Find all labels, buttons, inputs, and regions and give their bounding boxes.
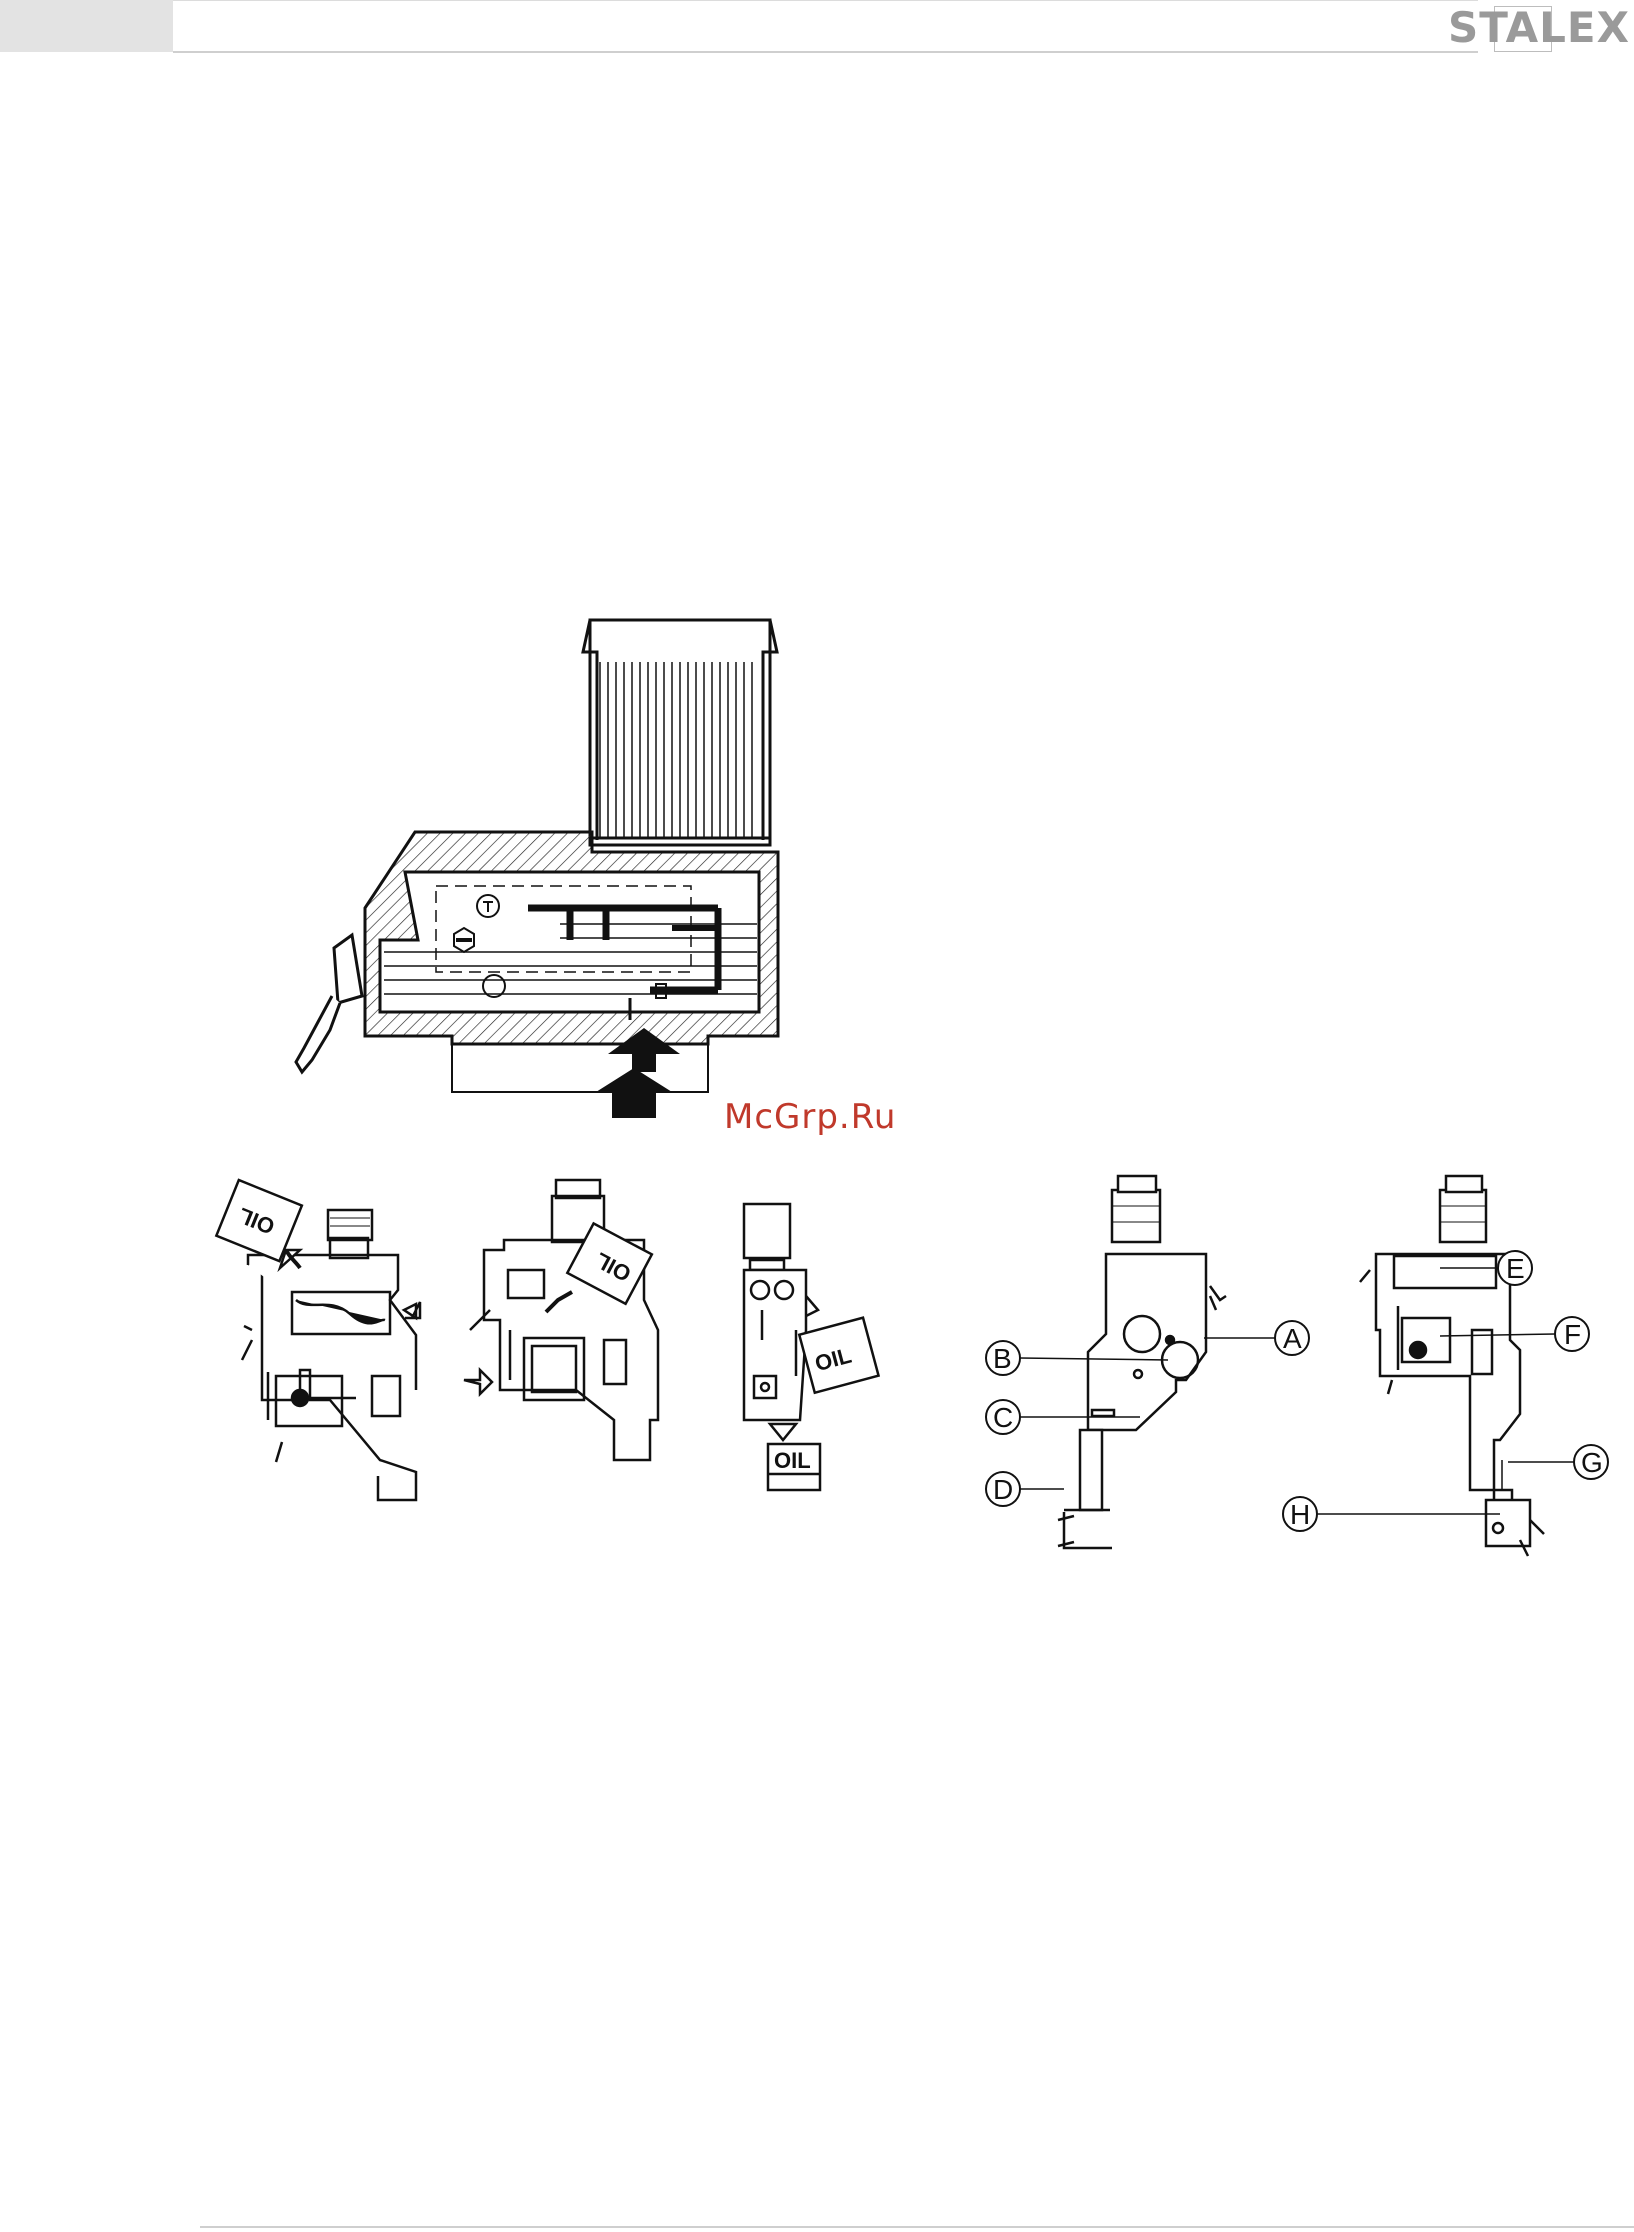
oil-label: OIL — [774, 1448, 811, 1473]
watermark: McGrp.Ru — [724, 1097, 896, 1137]
callout-H: H — [1283, 1497, 1500, 1531]
svg-text:F: F — [1564, 1319, 1581, 1350]
lubrication-points-sketch-right — [1360, 1176, 1544, 1556]
svg-text:B: B — [993, 1343, 1012, 1374]
lubrication-points-sketch-left — [1058, 1176, 1226, 1548]
oil-fill-sketch-3: OIL OIL — [744, 1204, 879, 1490]
svg-text:G: G — [1581, 1447, 1603, 1478]
svg-text:E: E — [1506, 1253, 1525, 1284]
callout-D: D — [986, 1472, 1064, 1506]
oil-fill-sketch-1: OIL — [216, 1180, 420, 1500]
callout-G: G — [1508, 1445, 1608, 1479]
svg-text:C: C — [993, 1402, 1013, 1433]
svg-text:H: H — [1290, 1499, 1310, 1530]
motor — [583, 620, 777, 845]
svg-text:A: A — [1283, 1323, 1302, 1354]
svg-text:D: D — [993, 1474, 1013, 1505]
footer-rule — [200, 2226, 1634, 2228]
gearbox-section-diagram — [296, 620, 778, 1118]
callout-A: A — [1204, 1321, 1309, 1355]
oil-fill-sketch-2: OIL — [464, 1180, 658, 1460]
